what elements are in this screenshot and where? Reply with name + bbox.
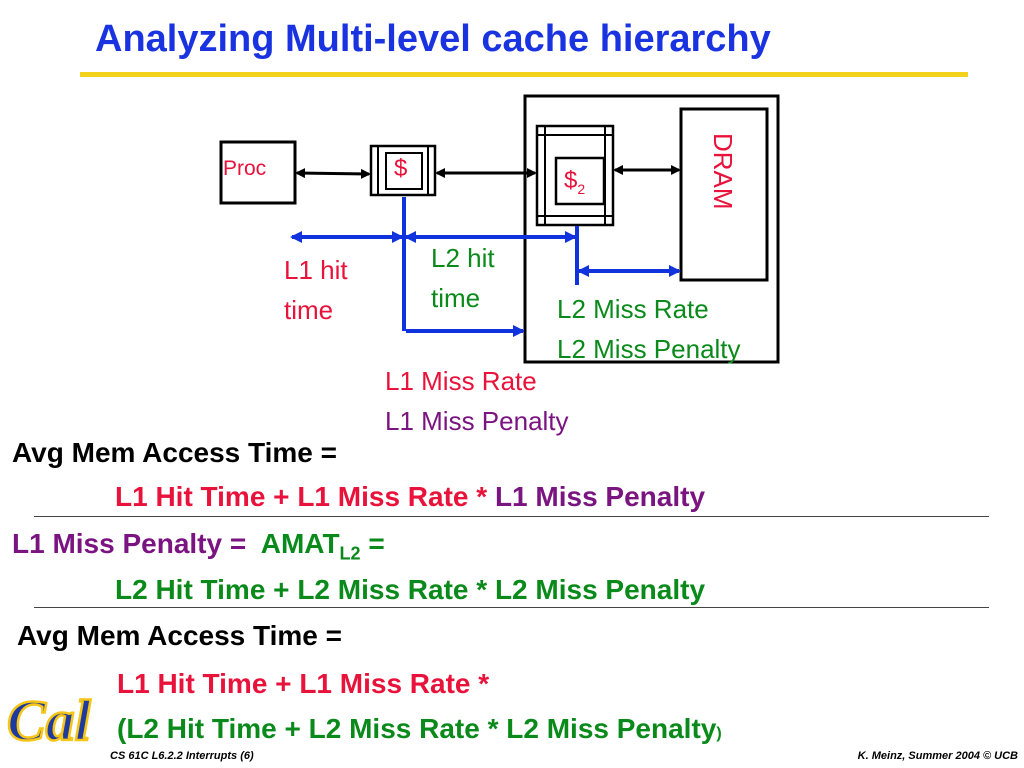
- svg-text:Cal: Cal: [7, 688, 92, 752]
- l2-cache-label: $2: [564, 167, 586, 197]
- proc-box: [219, 140, 297, 205]
- cache-hierarchy-diagram: [219, 94, 780, 364]
- dram-box: [679, 107, 769, 282]
- l2-cache-box: [535, 124, 615, 227]
- eq1-rhs: L1 Hit Time + L1 Miss Rate * L1 Miss Pen…: [115, 481, 706, 512]
- l2-dram-enclosure: [523, 94, 780, 364]
- footer-right: K. Meinz, Summer 2004 © UCB: [857, 750, 1018, 762]
- eq3-line1: L1 Hit Time + L1 Miss Rate *: [117, 668, 490, 699]
- dram-label: DRAM: [708, 133, 738, 210]
- title-underline: [80, 72, 968, 77]
- eq2-rhs: L2 Hit Time + L2 Miss Rate * L2 Miss Pen…: [115, 574, 706, 605]
- eq1-underline: [34, 516, 989, 517]
- eq3-line2: (L2 Hit Time + L2 Miss Rate * L2 Miss Pe…: [117, 713, 722, 744]
- proc-label: Proc: [223, 157, 267, 180]
- eq2-underline: [34, 607, 989, 608]
- page-title: Analyzing Multi-level cache hierarchy: [95, 18, 771, 60]
- cal-logo: Cal: [6, 687, 93, 752]
- eq3-lhs: Avg Mem Access Time =: [17, 620, 343, 651]
- l1-cache-label: $: [394, 155, 408, 182]
- footer-left: CS 61C L6.2.2 Interrupts (6): [110, 750, 254, 762]
- eq2-lhs: L1 Miss Penalty = AMATL2 =: [12, 528, 385, 564]
- eq1-lhs: Avg Mem Access Time =: [12, 437, 338, 468]
- proc-l1-arrow: [295, 168, 371, 179]
